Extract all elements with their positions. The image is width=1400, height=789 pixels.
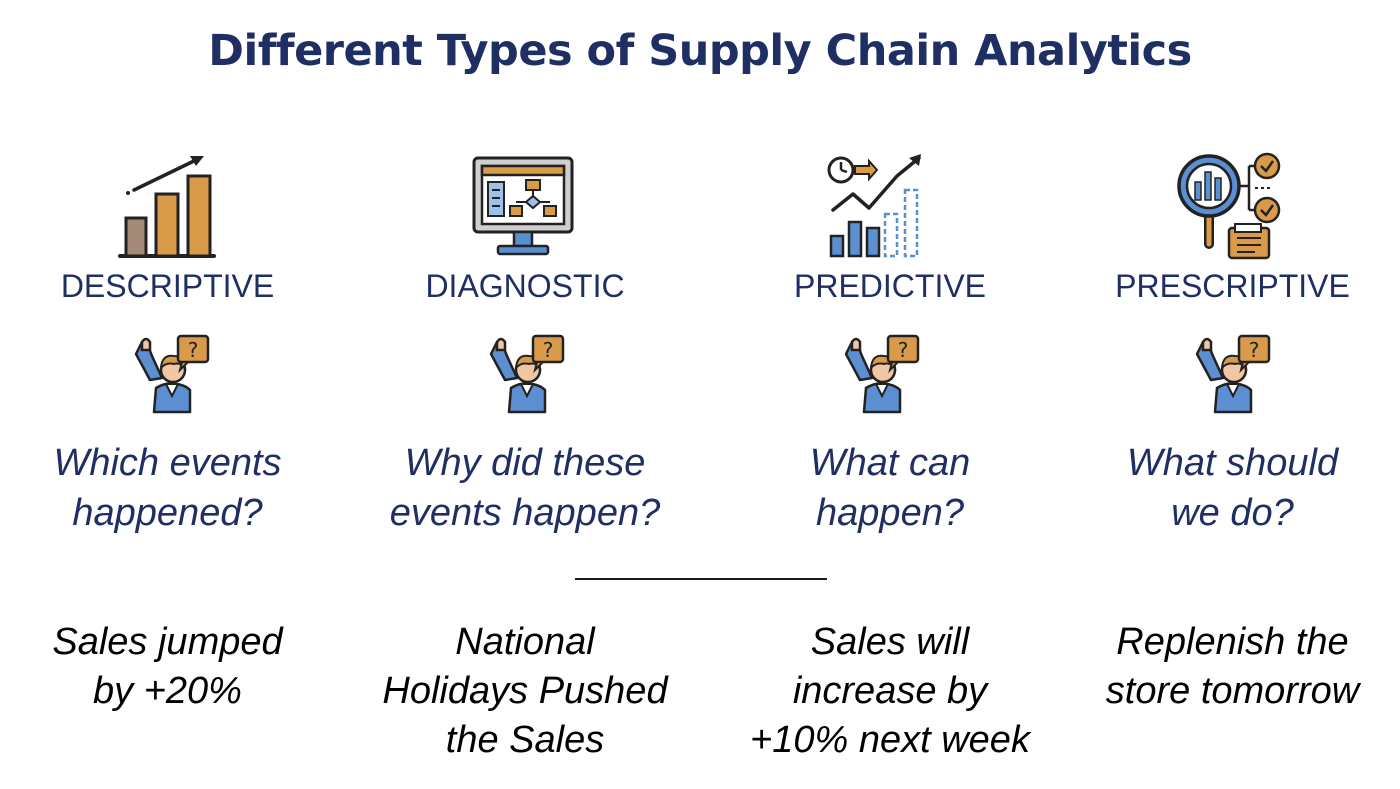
column-predictive: PREDICTIVE ? What can happen? Sales will… [735,0,1045,789]
column-descriptive: DESCRIPTIVE ? Which events happened? Sal… [30,0,305,789]
example-answer: Replenish the store tomorrow [1085,618,1380,716]
type-name: DESCRIPTIVE [60,268,275,304]
question-line: What can [809,442,971,484]
example-answer: Sales will increase by +10% next week [735,618,1045,765]
svg-text:?: ? [543,338,554,362]
column-diagnostic: DIAGNOSTIC ? Why did these events happen… [365,0,685,789]
answer-line: Sales jumped [52,621,283,663]
type-name: PREDICTIVE [793,268,987,304]
person-question-icon: ? [128,334,212,414]
bar-chart-growth-icon [112,152,222,262]
forecast-chart-icon [823,152,933,262]
answer-line: the Sales [445,719,605,761]
question-text: Why did these events happen? [365,438,685,538]
column-prescriptive: PRESCRIPTIVE ? What should we do? Replen… [1085,0,1380,789]
person-question-icon: ? [838,334,922,414]
person-question-icon: ? [1189,334,1273,414]
svg-text:?: ? [188,338,199,362]
example-answer: Sales jumped by +20% [30,618,305,716]
question-line: Which events [53,442,282,484]
question-line: events happen? [389,492,661,534]
type-name: DIAGNOSTIC [425,268,625,304]
page-title: Different Types of Supply Chain Analytic… [208,26,1192,76]
svg-text:?: ? [898,338,909,362]
question-text: Which events happened? [30,438,305,538]
answer-line: Replenish the [1116,621,1349,663]
answer-line: store tomorrow [1105,670,1360,712]
answer-line: by +20% [93,670,242,712]
type-name: PRESCRIPTIVE [1115,268,1350,304]
answer-line: +10% next week [750,719,1030,761]
answer-line: increase by [792,670,988,712]
question-line: we do? [1171,492,1294,534]
question-line: What should [1126,442,1339,484]
answer-line: Holidays Pushed [382,670,668,712]
question-text: What should we do? [1085,438,1380,538]
person-question-icon: ? [483,334,567,414]
svg-text:?: ? [1249,338,1260,362]
question-line: Why did these [404,442,646,484]
computer-flowchart-icon [468,152,578,262]
answer-line: National [455,621,595,663]
question-line: happen? [816,492,964,534]
section-divider [575,578,827,580]
question-line: happened? [72,492,263,534]
magnifier-checklist-icon [1175,152,1285,262]
question-text: What can happen? [735,438,1045,538]
example-answer: National Holidays Pushed the Sales [365,618,685,765]
answer-line: Sales will [810,621,970,663]
